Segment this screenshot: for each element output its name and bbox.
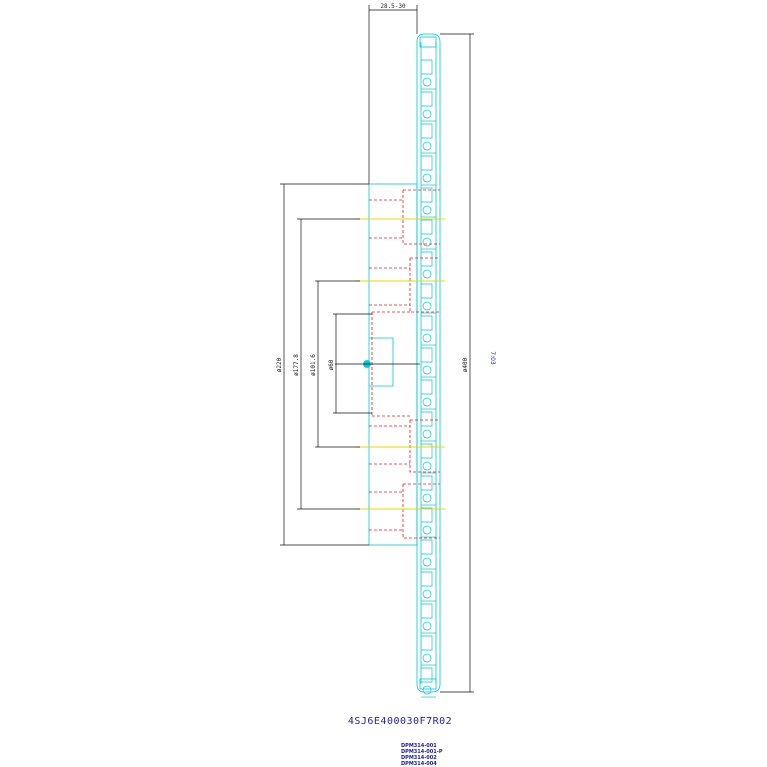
rim-slot (421, 667, 433, 683)
dim-d60-label: ø60 (328, 359, 335, 370)
dimension-top-width (368, 5, 418, 184)
rim-hole (422, 77, 432, 87)
rim-hole (422, 141, 432, 151)
rim-slot (421, 347, 433, 363)
dim-d177-label: ø177.8 (293, 354, 300, 376)
rim-slot (421, 539, 433, 555)
rim-hole (422, 493, 432, 503)
rim-slot (421, 59, 433, 75)
rim-slot (421, 475, 433, 491)
rim-hole (422, 461, 432, 471)
rim-slot (421, 507, 433, 523)
dim-d400-label: ø400 (462, 357, 469, 372)
part-list-item: DPM314-002 (401, 755, 437, 761)
dim-top-width-label: 28.5-30 (380, 3, 406, 10)
rim-slot (421, 411, 433, 427)
rim-hole (422, 365, 432, 375)
rim-slot (421, 283, 433, 299)
rim-slot (421, 251, 433, 267)
flange-rim-outline (416, 33, 441, 693)
dim-d101-label: ø101.6 (310, 354, 317, 376)
dim-d220-label: ø220 (276, 357, 283, 372)
part-list-item: DPM314-001-P (401, 749, 443, 755)
rim-slot (421, 187, 433, 203)
rim-slot (421, 219, 433, 235)
rim-hole (422, 173, 432, 183)
rim-hole (422, 589, 432, 599)
rim-hole (422, 301, 432, 311)
part-list-item: DPM314-004 (401, 761, 437, 767)
rim-hole (422, 205, 432, 215)
rim-hole (422, 525, 432, 535)
rim-hole (422, 557, 432, 567)
rim-hole (422, 685, 432, 695)
rim-hole (422, 653, 432, 663)
rim-hole (422, 269, 432, 279)
rim-slot (421, 603, 433, 619)
rim-slot (421, 635, 433, 651)
rim-slot (421, 155, 433, 171)
hidden-lines (369, 189, 440, 539)
rim-slot (421, 571, 433, 587)
rim-hole (422, 429, 432, 439)
rim-slot (421, 315, 433, 331)
rim-slot (421, 91, 433, 107)
rim-hole (422, 621, 432, 631)
rim-slot (421, 123, 433, 139)
part-list-item: DPM314-001 (401, 743, 437, 749)
scale-note: 7:03 (489, 351, 496, 365)
rim-slot (421, 379, 433, 395)
part-number: 4SJ6E400030F7R02 (348, 716, 452, 727)
rim-features (421, 59, 436, 698)
rim-hole (422, 237, 432, 247)
rim-hole (422, 333, 432, 343)
rim-hole (422, 397, 432, 407)
rim-hole (422, 109, 432, 119)
diameter-dimensions (280, 33, 474, 693)
center-lines (355, 218, 445, 510)
rim-slot (421, 443, 433, 459)
